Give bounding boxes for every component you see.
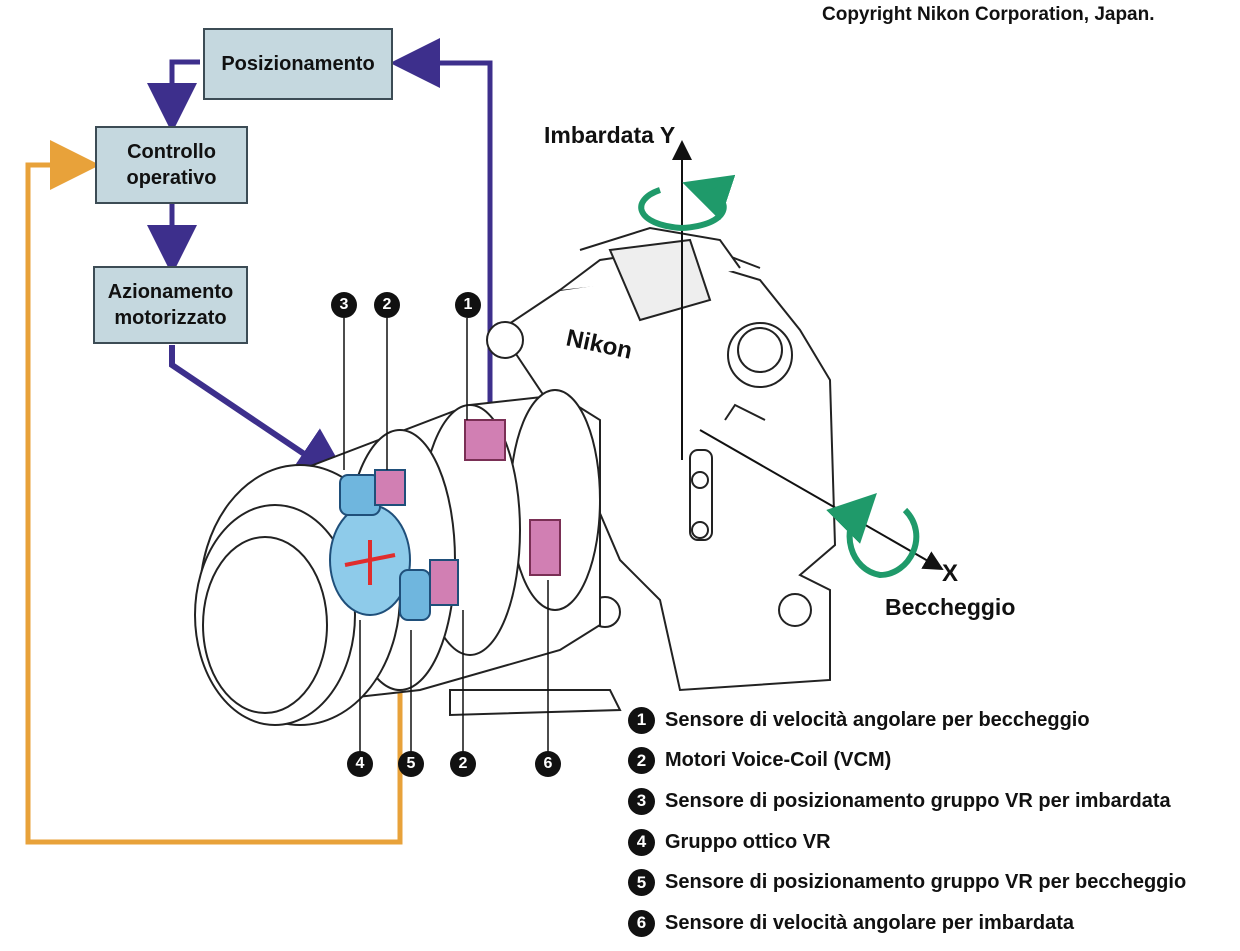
arrow-positioning-to-control	[147, 59, 200, 133]
marker-1: 1	[455, 292, 481, 318]
legend-text: Sensore di posizionamento gruppo VR per …	[665, 871, 1187, 894]
pitch-axis-label: Beccheggio	[885, 594, 1016, 620]
arrow-sensor-to-positioning	[390, 38, 493, 430]
motor-drive-box: Azionamento motorizzato	[93, 266, 248, 344]
copyright-notice: Copyright Nikon Corporation, Japan.	[822, 4, 1155, 25]
arrow-drive-to-lens	[169, 345, 353, 487]
marker-6: 6	[535, 751, 561, 777]
marker-3: 3	[331, 292, 357, 318]
pitch-rotation-arrow	[826, 493, 920, 579]
legend-item: 6 Sensore di velocità angolare per imbar…	[628, 903, 1228, 944]
operational-control-box: Controllo operativo	[95, 126, 248, 204]
camera-body	[486, 226, 837, 692]
legend-number: 4	[628, 828, 655, 856]
pitch-axis	[699, 429, 944, 570]
yaw-axis-label: Imbardata Y	[544, 122, 676, 148]
legend-item: 1 Sensore di velocità angolare per becch…	[628, 700, 1228, 741]
marker-2-top: 2	[374, 292, 400, 318]
motor-drive-label: Azionamento motorizzato	[107, 281, 234, 329]
legend: 1 Sensore di velocità angolare per becch…	[628, 700, 1228, 944]
x-axis-label: X	[942, 560, 959, 587]
legend-number: 5	[628, 869, 655, 897]
legend-text: Sensore di velocità angolare per imbarda…	[665, 911, 1075, 934]
legend-number: 1	[628, 706, 655, 734]
yaw-rotation-arrow	[638, 174, 736, 232]
legend-number: 6	[628, 909, 655, 937]
legend-number: 2	[628, 747, 655, 775]
marker-2-bottom: 2	[450, 751, 476, 777]
legend-item: 3 Sensore di posizionamento gruppo VR pe…	[628, 781, 1228, 822]
legend-text: Gruppo ottico VR	[665, 830, 831, 853]
operational-control-label: Controllo operativo	[126, 141, 217, 189]
legend-text: Motori Voice-Coil (VCM)	[665, 749, 892, 772]
legend-item: 2 Motori Voice-Coil (VCM)	[628, 741, 1228, 782]
positioning-box: Posizionamento	[203, 28, 393, 100]
legend-text: Sensore di velocità angolare per beccheg…	[665, 708, 1090, 731]
vr-lens-group	[329, 469, 459, 621]
legend-number: 3	[628, 787, 655, 815]
legend-item: 5 Sensore di posizionamento gruppo VR pe…	[628, 862, 1228, 903]
legend-text: Sensore di posizionamento gruppo VR per …	[665, 789, 1171, 812]
sensors	[464, 419, 561, 576]
feedback-loop-line	[25, 140, 403, 845]
marker-4: 4	[347, 751, 373, 777]
positioning-label: Posizionamento	[221, 53, 375, 75]
marker-5: 5	[398, 751, 424, 777]
legend-item: 4 Gruppo ottico VR	[628, 822, 1228, 863]
